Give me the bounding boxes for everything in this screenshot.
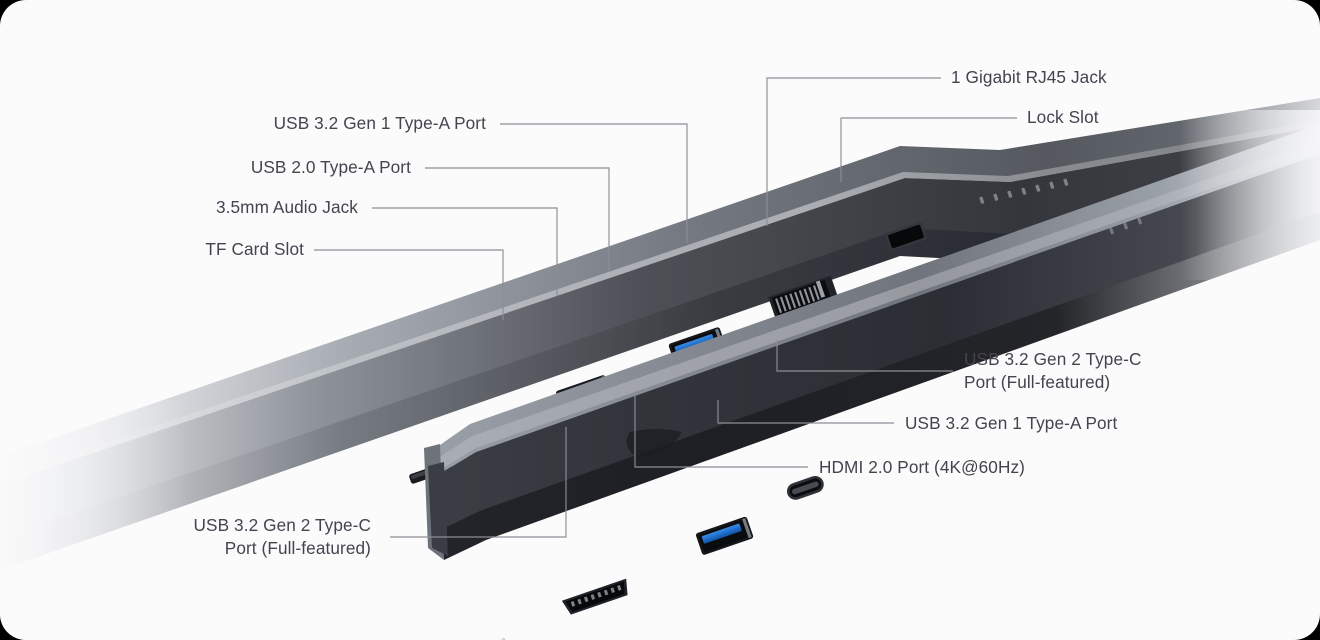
leader-usb-c-left — [390, 427, 567, 538]
lock-slot-upper — [884, 221, 928, 252]
leader-audio — [372, 207, 558, 296]
callout-tf-card-slot: TF Card Slot — [205, 239, 304, 259]
callout-usb-a-gen1-bottom: USB 3.2 Gen 1 Type-A Port — [905, 413, 1118, 433]
leader-hdmi — [634, 396, 808, 468]
callout-rj45: 1 Gigabit RJ45 Jack — [951, 67, 1107, 87]
leader-usb-c-right — [776, 340, 953, 372]
callout-usb-a-gen1-top: USB 3.2 Gen 1 Type-A Port — [273, 113, 486, 133]
leader-rj45 — [766, 77, 941, 226]
leader-lock — [840, 117, 1017, 182]
hdmi-port-lower — [561, 578, 628, 615]
leader-usb-a-gen1-top — [500, 123, 688, 243]
vent-dashes-upper — [979, 178, 1069, 204]
usb-a-gen1-port-lower — [695, 516, 754, 555]
leader-usb-a-gen1-bottom — [717, 400, 894, 424]
usb-c-port-lower-right — [786, 475, 824, 500]
laptop-lower-body — [424, 110, 1320, 640]
callout-usb-c-gen2-right: USB 3.2 Gen 2 Type-C Port (Full-featured… — [964, 349, 1142, 392]
callout-hdmi: HDMI 2.0 Port (4K@60Hz) — [819, 457, 1025, 477]
leader-lines — [314, 77, 1017, 538]
callout-audio-jack: 3.5mm Audio Jack — [215, 197, 358, 217]
callout-usb-a-20: USB 2.0 Type-A Port — [250, 157, 411, 177]
leader-tf-card — [314, 249, 504, 320]
vent-dashes-lower — [1109, 217, 1142, 235]
leader-usb-a-20 — [425, 167, 610, 272]
callout-usb-c-gen2-left: USB 3.2 Gen 2 Type-C Port (Full-featured… — [193, 515, 371, 558]
callout-lock-slot: Lock Slot — [1027, 107, 1099, 127]
